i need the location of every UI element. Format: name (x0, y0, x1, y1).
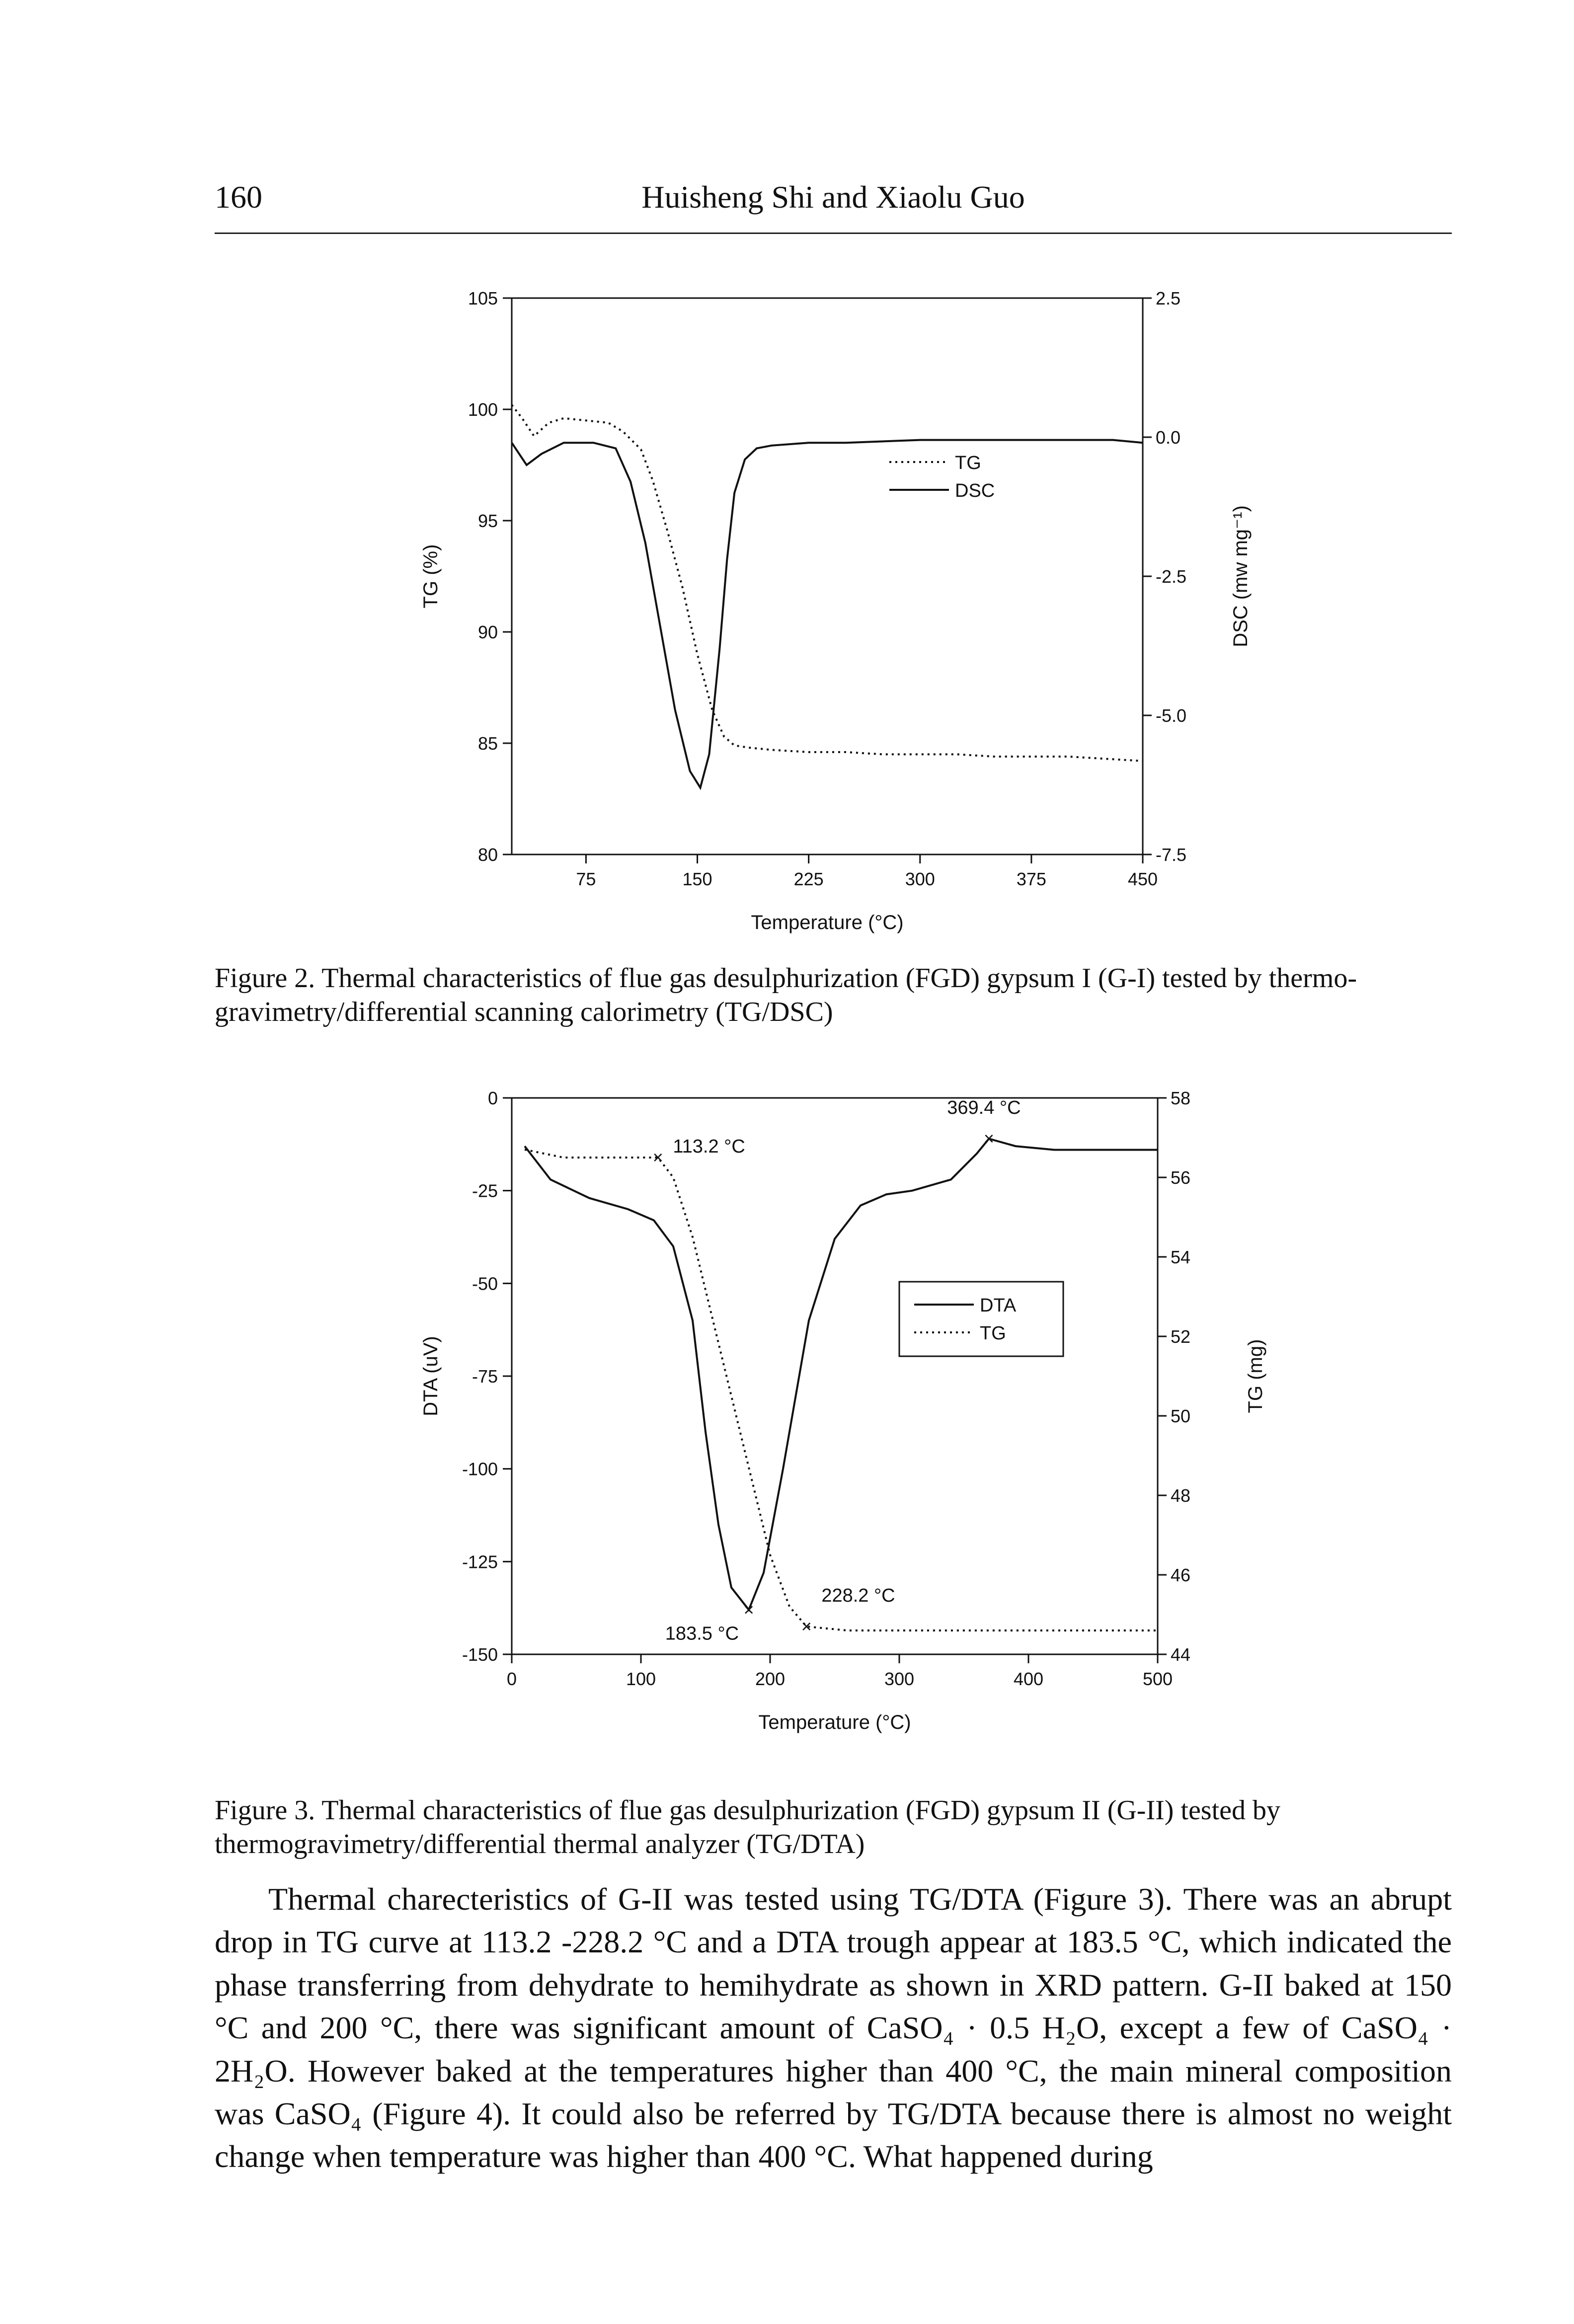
figure-3-chart: 0 100 200 300 400 500 -150 -125 -100 -75 -50 -25 0 44… (420, 1088, 1266, 1733)
y-tick-label: -25 (472, 1181, 498, 1201)
y-tick-label: -125 (462, 1551, 498, 1572)
x-tick-label: 0 (507, 1669, 517, 1689)
y2-tick-label: -2.5 (1156, 566, 1186, 587)
y2-tick-label: 48 (1171, 1485, 1190, 1506)
series-tg-line (511, 404, 1143, 762)
plot-frame (511, 297, 1144, 855)
x-axis-title: Temperature (°C) (751, 912, 903, 933)
annotation-label: 183.5 °C (665, 1623, 739, 1644)
x-tick-label: 375 (1017, 869, 1046, 889)
annotation-marker: × (984, 1128, 994, 1149)
page-number: 160 (215, 179, 262, 215)
y-tick-label: 105 (468, 288, 498, 309)
plot-frame (511, 1097, 1159, 1655)
y-tick-label: 95 (478, 511, 498, 531)
y-tick-label: 85 (478, 733, 498, 754)
header-rule (215, 232, 1452, 234)
annotation-label: 228.2 °C (821, 1585, 895, 1606)
annotation-marker: × (653, 1147, 663, 1167)
x-tick-label: 300 (905, 869, 935, 889)
annotation-label: 369.4 °C (947, 1097, 1021, 1118)
x-tick-label: 150 (682, 869, 712, 889)
annotation-marker: × (744, 1599, 754, 1620)
x-tick-label: 500 (1143, 1669, 1173, 1689)
y2-axis-title: DSC (mw mg⁻¹) (1230, 505, 1252, 647)
y-tick-label: 0 (488, 1088, 498, 1108)
y2-tick-label: 0.0 (1156, 427, 1180, 448)
y-tick-label: 80 (478, 845, 498, 865)
y2-tick-label: 50 (1171, 1406, 1190, 1426)
y-axis-title: TG (%) (420, 544, 442, 609)
x-tick-label: 450 (1128, 869, 1158, 889)
y-tick-label: -75 (472, 1366, 498, 1387)
y2-tick-label: 44 (1171, 1644, 1190, 1665)
x-tick-label: 75 (576, 869, 596, 889)
annotation-label: 113.2 °C (673, 1136, 745, 1157)
series-dsc-line (511, 439, 1143, 790)
annotation-marker: × (801, 1616, 812, 1636)
y-tick-label: 90 (478, 622, 498, 642)
legend-label: DSC (955, 480, 995, 501)
legend-label: TG (980, 1323, 1006, 1344)
y-tick-label: -150 (462, 1644, 498, 1665)
page-header: 160 Huisheng Shi and Xiaolu Guo (215, 179, 1452, 233)
x-tick-label: 300 (884, 1669, 914, 1689)
y-tick-label: -50 (472, 1273, 498, 1294)
series-tg-line (524, 1149, 1158, 1631)
y2-tick-label: 2.5 (1156, 288, 1180, 309)
figure-2-chart: 75 150 225 300 375 450 80 85 90 95 100 105 -7.5 -5.0 -… (420, 288, 1252, 933)
y2-tick-label: 54 (1171, 1247, 1190, 1267)
legend-box (898, 1281, 1064, 1357)
legend-label: DTA (980, 1295, 1017, 1316)
legend-label: TG (955, 453, 981, 473)
y2-tick-label: 56 (1171, 1167, 1190, 1188)
y2-tick-label: 46 (1171, 1565, 1190, 1585)
y-tick-label: 100 (468, 399, 498, 420)
running-head: Huisheng Shi and Xiaolu Guo (641, 179, 1025, 215)
y2-tick-label: 52 (1171, 1326, 1190, 1347)
x-tick-label: 200 (755, 1669, 785, 1689)
y2-tick-label: -5.0 (1156, 705, 1186, 726)
y2-tick-label: -7.5 (1156, 845, 1186, 865)
x-tick-label: 400 (1014, 1669, 1043, 1689)
x-axis-title: Temperature (°C) (758, 1711, 911, 1733)
x-tick-label: 225 (794, 869, 824, 889)
body-paragraph: Thermal charecteristics of G-II was test… (215, 1881, 1452, 2174)
figure-3-caption: Figure 3. Thermal characteristics of flu… (215, 1795, 1281, 1860)
figure-2-caption: Figure 2. Thermal characteristics of flu… (215, 963, 1357, 1028)
y-tick-label: -100 (462, 1459, 498, 1479)
y-axis-title: DTA (uV) (420, 1336, 442, 1416)
y2-axis-title: TG (mg) (1245, 1339, 1266, 1413)
y2-tick-label: 58 (1171, 1088, 1190, 1108)
x-tick-label: 100 (626, 1669, 656, 1689)
series-dta-line (524, 1137, 1158, 1612)
